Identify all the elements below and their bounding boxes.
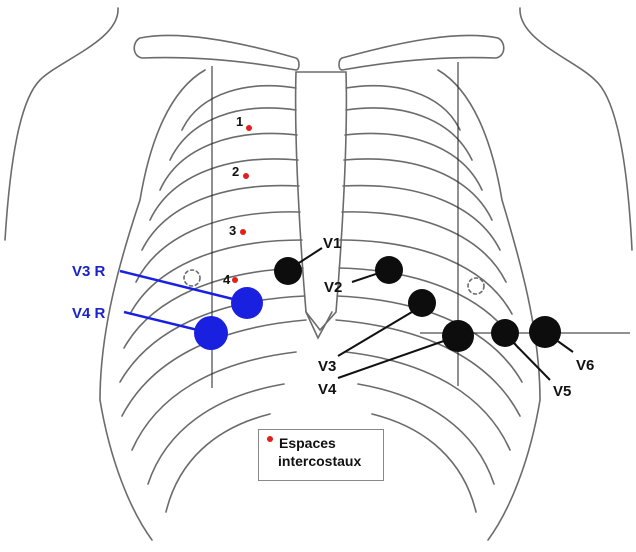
electrode-v3r (231, 287, 263, 319)
label-v3r: V3 R (72, 263, 106, 280)
label-v4: V4 (318, 381, 337, 398)
label-v2: V2 (324, 279, 342, 296)
right-clavicle (339, 35, 504, 70)
legend-dot-icon (267, 436, 273, 442)
legend: Espaces intercostaux (258, 429, 384, 481)
label-v4r: V4 R (72, 305, 106, 322)
left-clavicle (134, 35, 299, 70)
label-v6: V6 (576, 357, 594, 374)
right-shoulder-line (520, 8, 632, 250)
intercostal-dot (240, 229, 246, 235)
label-v5: V5 (553, 383, 571, 400)
left-shoulder-line (5, 8, 118, 240)
intercostal-dot (243, 173, 249, 179)
intercostal-markers: 1 2 3 4 (223, 114, 252, 287)
intercostal-dot (246, 125, 252, 131)
right-sided-electrodes (194, 287, 263, 350)
intercostal-dot (232, 277, 238, 283)
left-ribcage-outline (100, 70, 205, 540)
v4-leader (338, 336, 458, 378)
label-v3: V3 (318, 358, 336, 375)
label-v1: V1 (323, 235, 341, 252)
legend-line-2: intercostaux (267, 452, 383, 470)
electrode-v6 (529, 316, 561, 348)
reference-lines (212, 62, 630, 388)
intercostal-label-3: 3 (229, 223, 236, 238)
electrode-v4 (442, 320, 474, 352)
v3-leader (338, 306, 422, 356)
intercostal-label-4: 4 (223, 272, 231, 287)
intercostal-label-1: 1 (236, 114, 243, 129)
electrode-v1 (274, 257, 302, 285)
electrode-v2 (375, 256, 403, 284)
electrode-v5 (491, 319, 519, 347)
electrode-v4r (194, 316, 228, 350)
legend-line-1: Espaces (279, 435, 336, 451)
intercostal-label-2: 2 (232, 164, 239, 179)
electrode-v3 (408, 289, 436, 317)
